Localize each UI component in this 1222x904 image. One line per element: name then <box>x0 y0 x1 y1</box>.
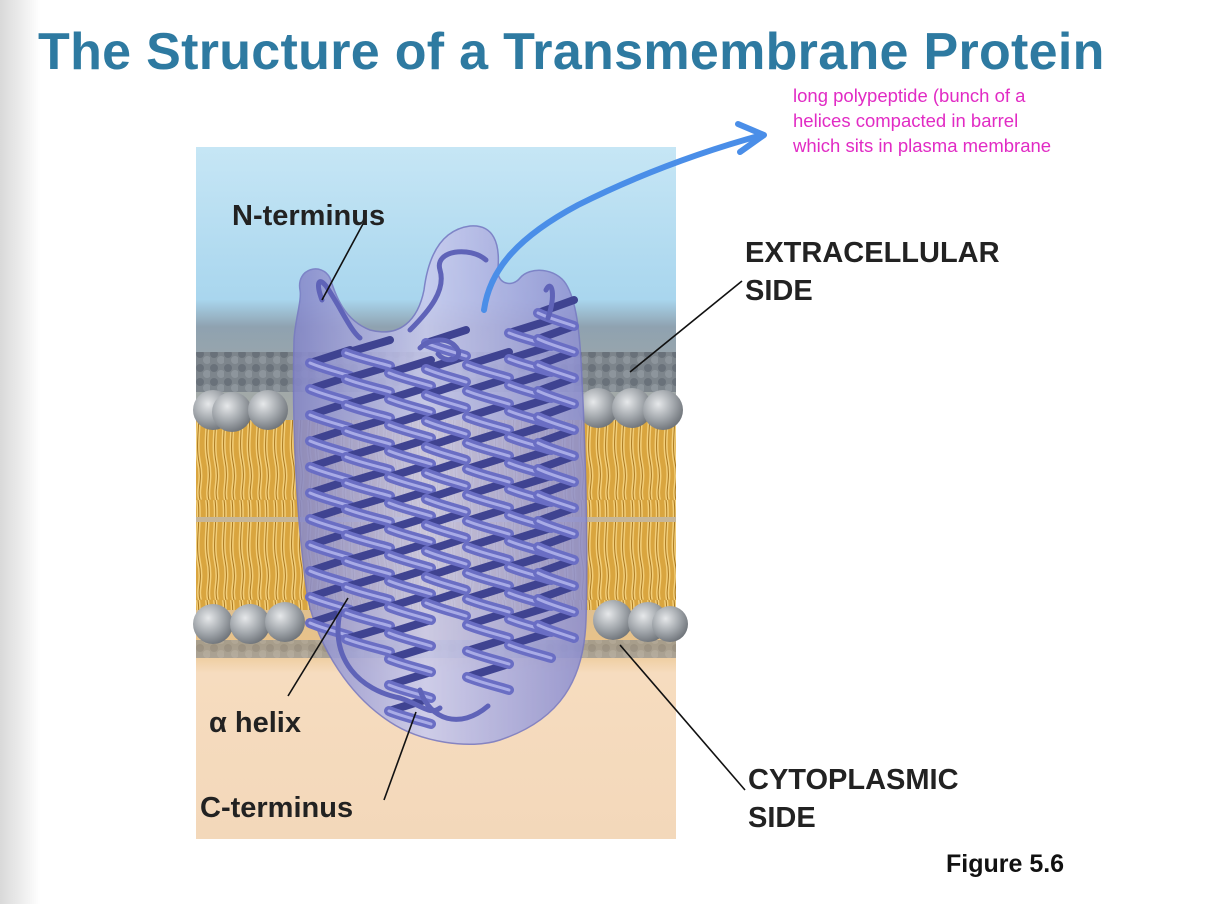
alpha-helix-ribbon <box>462 348 514 695</box>
leader-n-terminus <box>321 221 365 301</box>
alpha-helix-ribbon <box>341 336 395 657</box>
leader-c-terminus <box>383 711 417 801</box>
lipid-heads-upper <box>193 388 683 432</box>
cytoplasmic-label-line: CYTOPLASMIC <box>748 764 959 796</box>
leader-cytoplasmic <box>619 644 746 791</box>
leader-alpha-helix <box>287 597 349 697</box>
n-terminus-label: N-terminus <box>232 200 386 232</box>
handwritten-annotation: long polypeptide (bunch of a helices com… <box>793 83 1051 158</box>
extracellular-side-label: EXTRACELLULAR SIDE <box>745 234 1000 310</box>
extracellular-label-line: SIDE <box>745 275 813 307</box>
cytoplasmic-side-label: CYTOPLASMIC SIDE <box>748 761 959 837</box>
annotation-arrow <box>481 121 767 313</box>
leader-lines <box>287 221 746 801</box>
annotation-line: long polypeptide (bunch of a <box>793 85 1026 106</box>
cytoplasmic-label-line: SIDE <box>748 802 816 834</box>
leader-extracellular <box>629 280 743 373</box>
alpha-helix-ribbon <box>533 296 579 643</box>
figure-number: Figure 5.6 <box>946 850 1065 878</box>
alpha-helices <box>305 296 579 729</box>
annotation-line: helices compacted in barrel <box>793 110 1019 131</box>
protein-loops <box>316 249 555 722</box>
alpha-helix-label: α helix <box>209 707 301 739</box>
slide-left-shadow <box>0 0 40 904</box>
slide-title: The Structure of a Transmembrane Protein <box>38 23 1105 81</box>
alpha-helix-ribbon <box>384 356 436 729</box>
alpha-helix-ribbon <box>504 316 556 663</box>
alpha-helix-ribbon <box>421 326 471 621</box>
extracellular-label-line: EXTRACELLULAR <box>745 237 1000 269</box>
lipid-heads-lower <box>193 600 688 644</box>
annotation-line: which sits in plasma membrane <box>793 135 1052 156</box>
alpha-helix-ribbon <box>305 346 355 641</box>
c-terminus-label: C-terminus <box>200 792 354 824</box>
